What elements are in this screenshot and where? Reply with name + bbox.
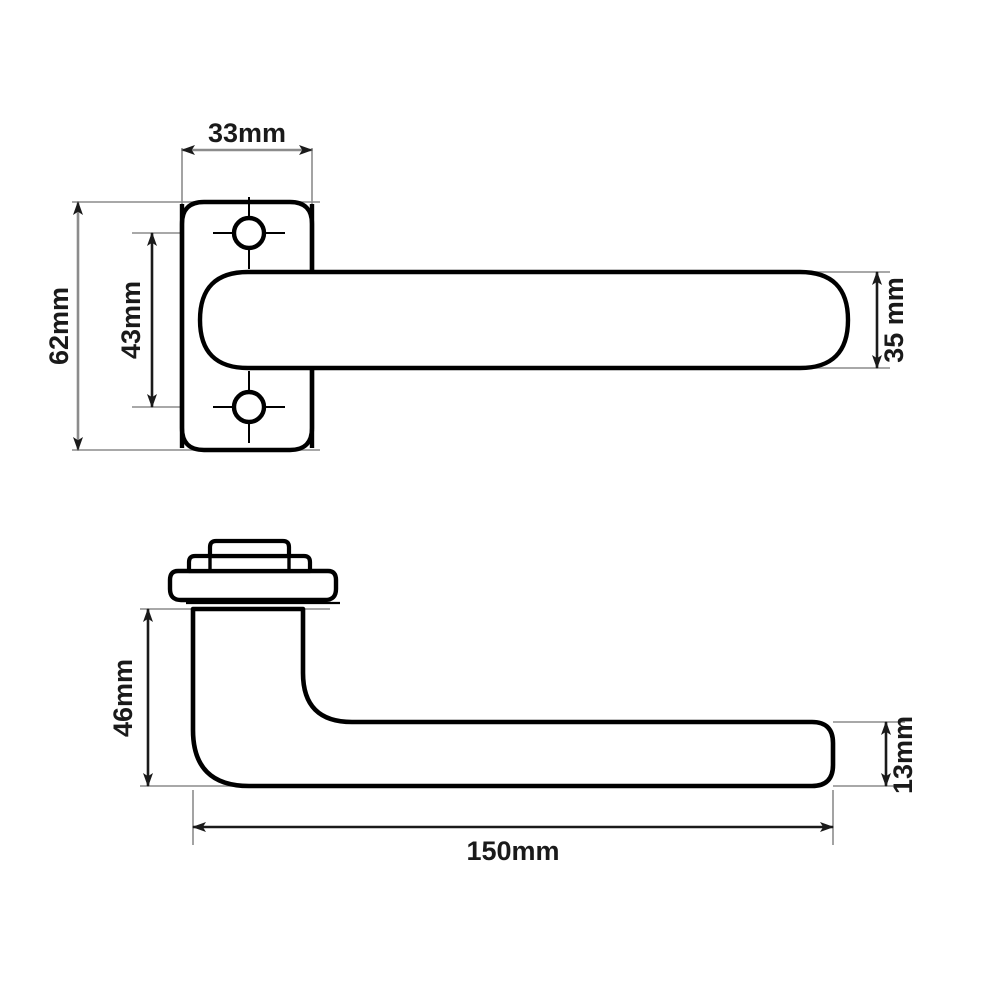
dimension-43mm: 43mm [116, 232, 157, 408]
dimension-150mm: 150mm [192, 822, 834, 866]
dimension-33mm-label: 33mm [208, 118, 286, 148]
rose-collar-detail-lines [208, 556, 291, 571]
screw-hole-bottom [213, 371, 285, 443]
dimension-46mm-label: 46mm [108, 659, 138, 737]
dimension-62mm-label: 62mm [44, 287, 74, 365]
screw-hole-top [213, 197, 285, 269]
lever-arm-side-view [190, 606, 836, 789]
dimension-62mm: 62mm [44, 201, 83, 451]
side-view: 46mm 13mm 150mm [108, 538, 918, 866]
dimension-13mm: 13mm [881, 716, 918, 794]
dimension-35mm: 35 mm [872, 271, 909, 369]
dimension-35mm-label: 35 mm [879, 277, 909, 363]
dimension-43mm-label: 43mm [116, 281, 146, 359]
lever-body-top-view [197, 269, 851, 371]
top-view: 33mm 62mm 43mm 35 mm [44, 118, 909, 453]
screw-hole-top-circle [231, 215, 267, 251]
rose-plate-edge-overlay [179, 204, 315, 448]
dimension-13mm-label: 13mm [888, 716, 918, 794]
dimension-150mm-label: 150mm [466, 836, 559, 866]
screw-hole-bottom-circle [231, 389, 267, 425]
rose-collar-middle-tier [186, 553, 313, 574]
dimension-46mm: 46mm [108, 608, 153, 787]
rose-collar-base [167, 568, 339, 603]
dimension-33mm: 33mm [181, 118, 313, 155]
rose-collar-top-tier [207, 538, 292, 559]
